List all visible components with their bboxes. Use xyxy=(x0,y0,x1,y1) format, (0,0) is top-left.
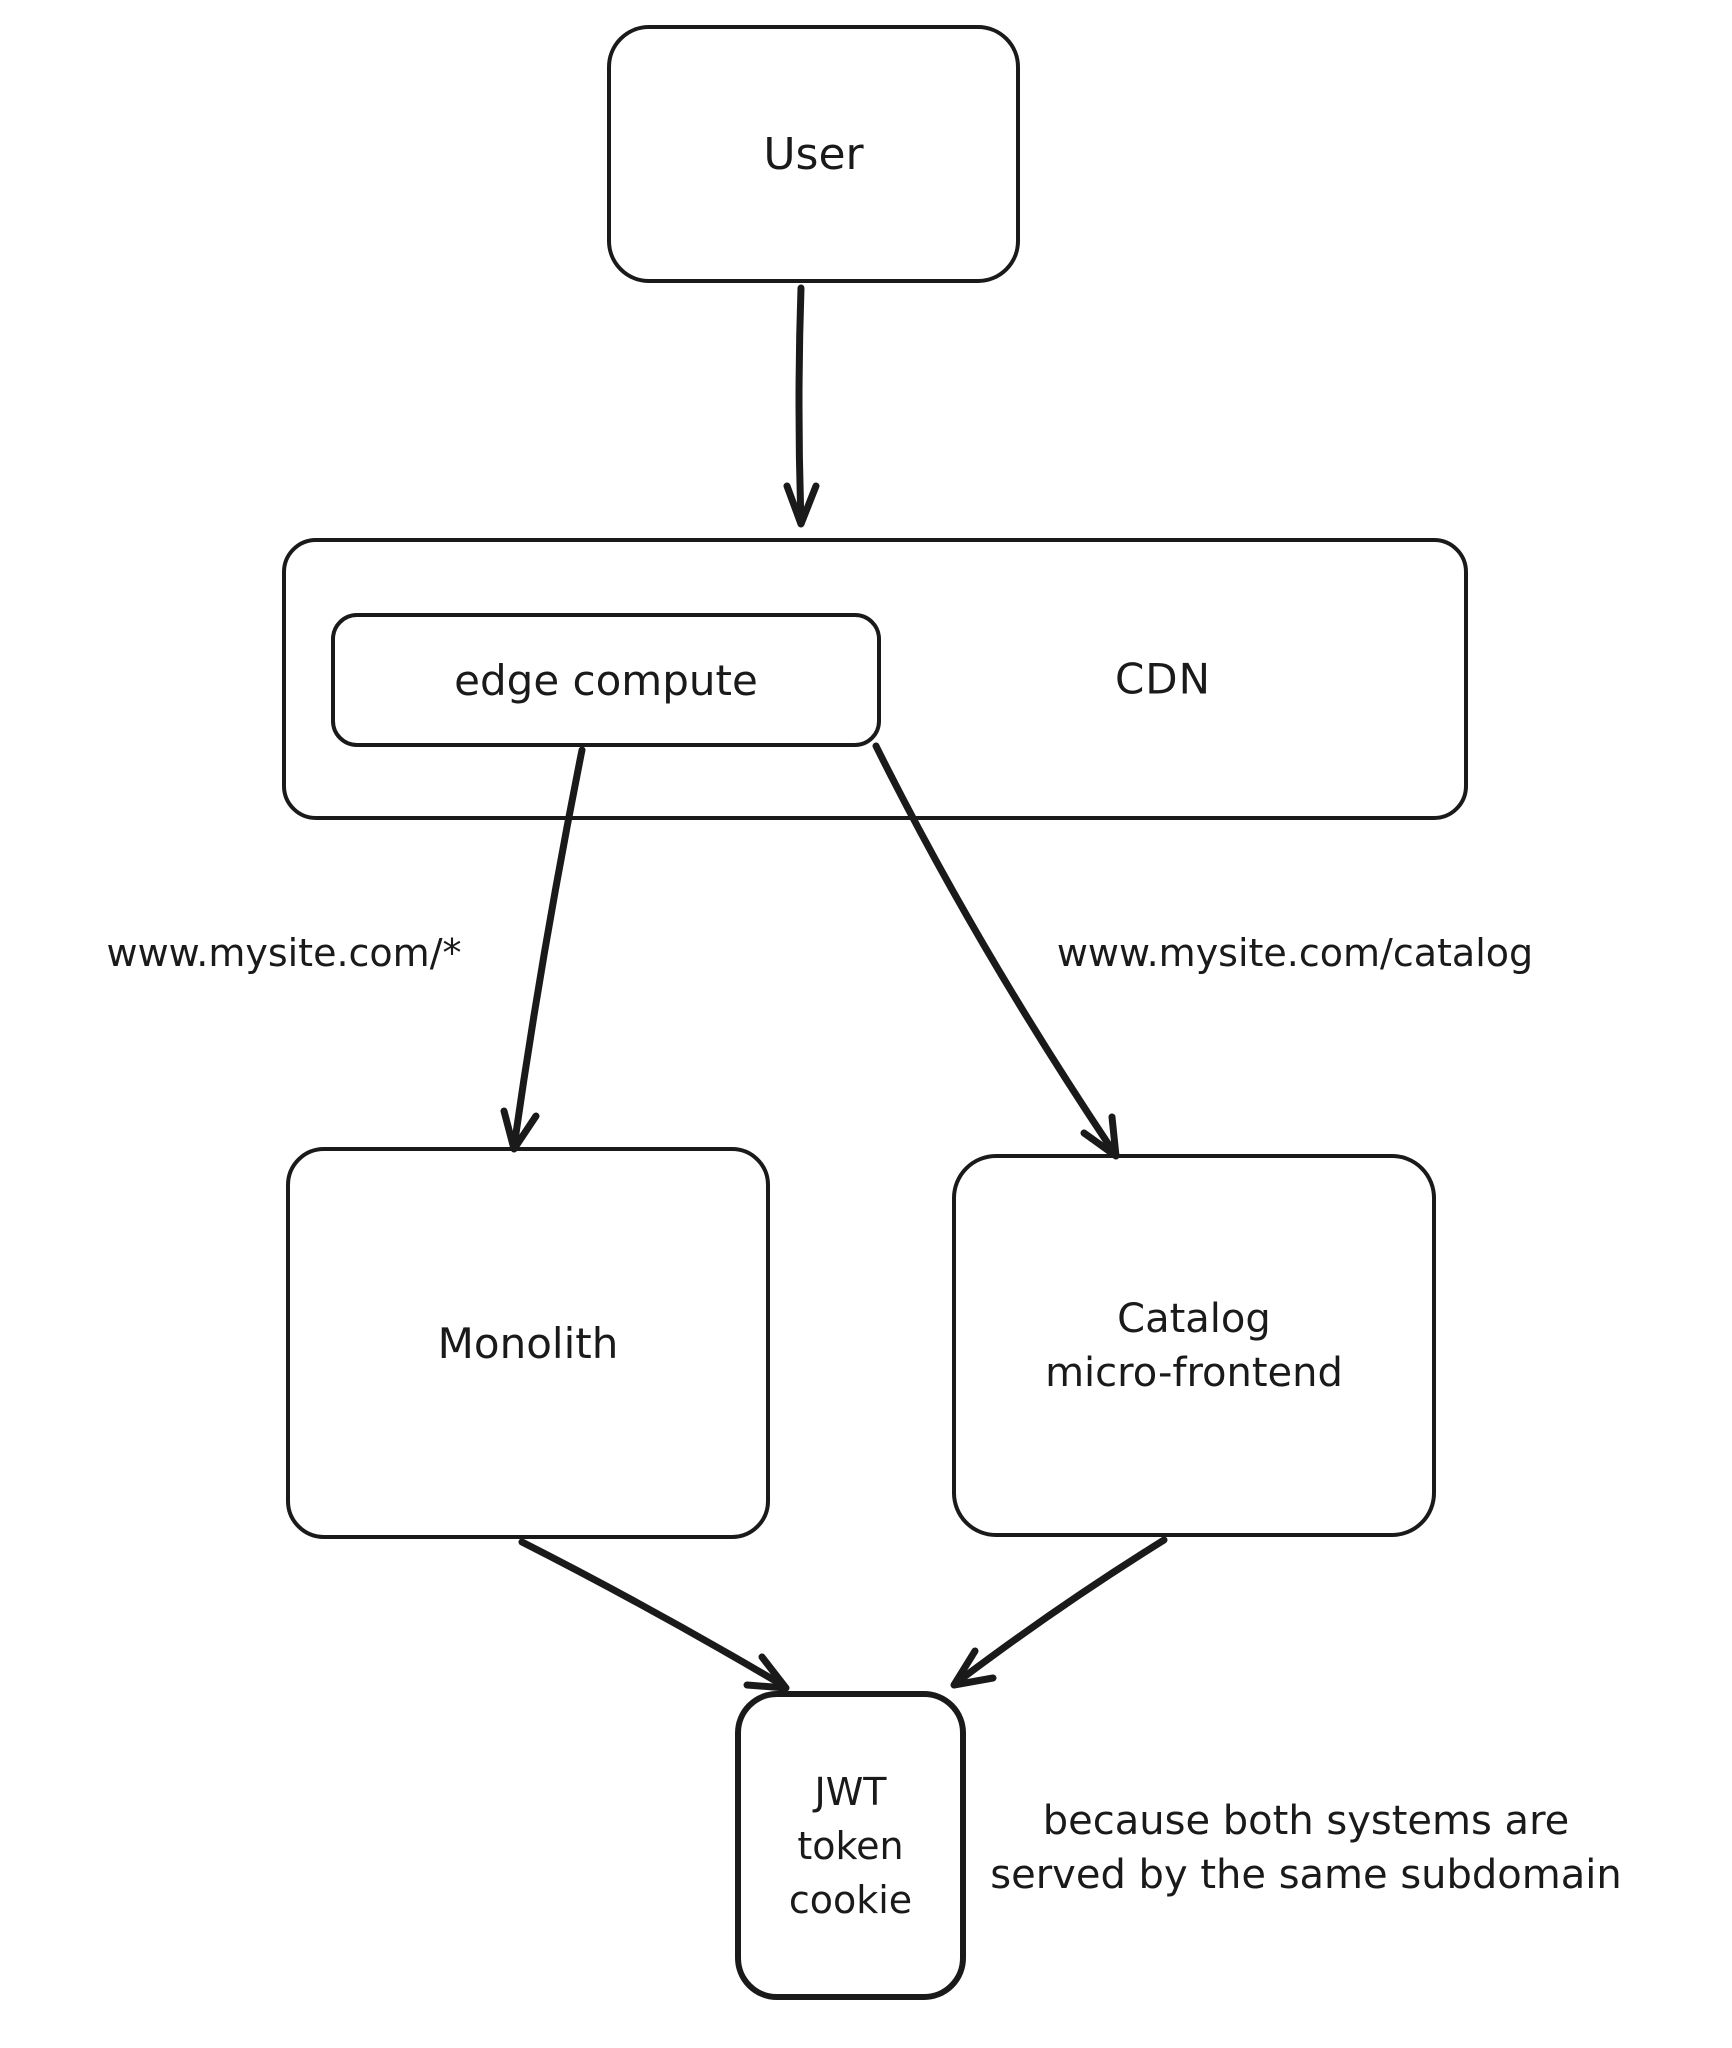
node-user: User xyxy=(607,25,1020,283)
node-catalog-micro-frontend: Catalog micro-frontend xyxy=(952,1154,1436,1537)
arrow-user-to-cdn-head xyxy=(783,482,820,528)
node-cdn-label: CDN xyxy=(1114,654,1212,704)
arrow-user-to-cdn xyxy=(783,284,820,528)
node-monolith: Monolith xyxy=(286,1147,770,1539)
arrow-catalog-to-jwt-shaft xyxy=(952,1536,1168,1687)
route-label-catalog: www.mysite.com/catalog xyxy=(1056,931,1534,975)
arrow-edge-compute-to-catalog-head xyxy=(1080,1113,1120,1160)
route-label-monolith: www.mysite.com/* xyxy=(106,931,462,975)
arrow-monolith-to-jwt-head xyxy=(743,1653,790,1692)
arrow-monolith-to-jwt xyxy=(518,1538,790,1692)
annotation-same-subdomain: because both systems are served by the s… xyxy=(990,1798,1622,1898)
node-catalog-label: Catalog micro-frontend xyxy=(1045,1295,1343,1396)
node-jwt-token-cookie: JWT token cookie xyxy=(735,1691,966,2000)
arrow-catalog-to-jwt-head xyxy=(950,1647,997,1689)
arrow-catalog-to-jwt xyxy=(950,1536,1168,1689)
node-user-label: User xyxy=(763,128,864,180)
node-monolith-label: Monolith xyxy=(437,1318,619,1368)
arrow-edge-compute-to-monolith-head xyxy=(500,1107,540,1153)
node-edge-compute: edge compute xyxy=(331,613,881,747)
node-jwt-label: JWT token cookie xyxy=(788,1769,913,1922)
arrow-monolith-to-jwt-shaft xyxy=(518,1538,788,1690)
node-edge-compute-label: edge compute xyxy=(454,655,758,705)
arrow-user-to-cdn-shaft xyxy=(795,284,805,526)
